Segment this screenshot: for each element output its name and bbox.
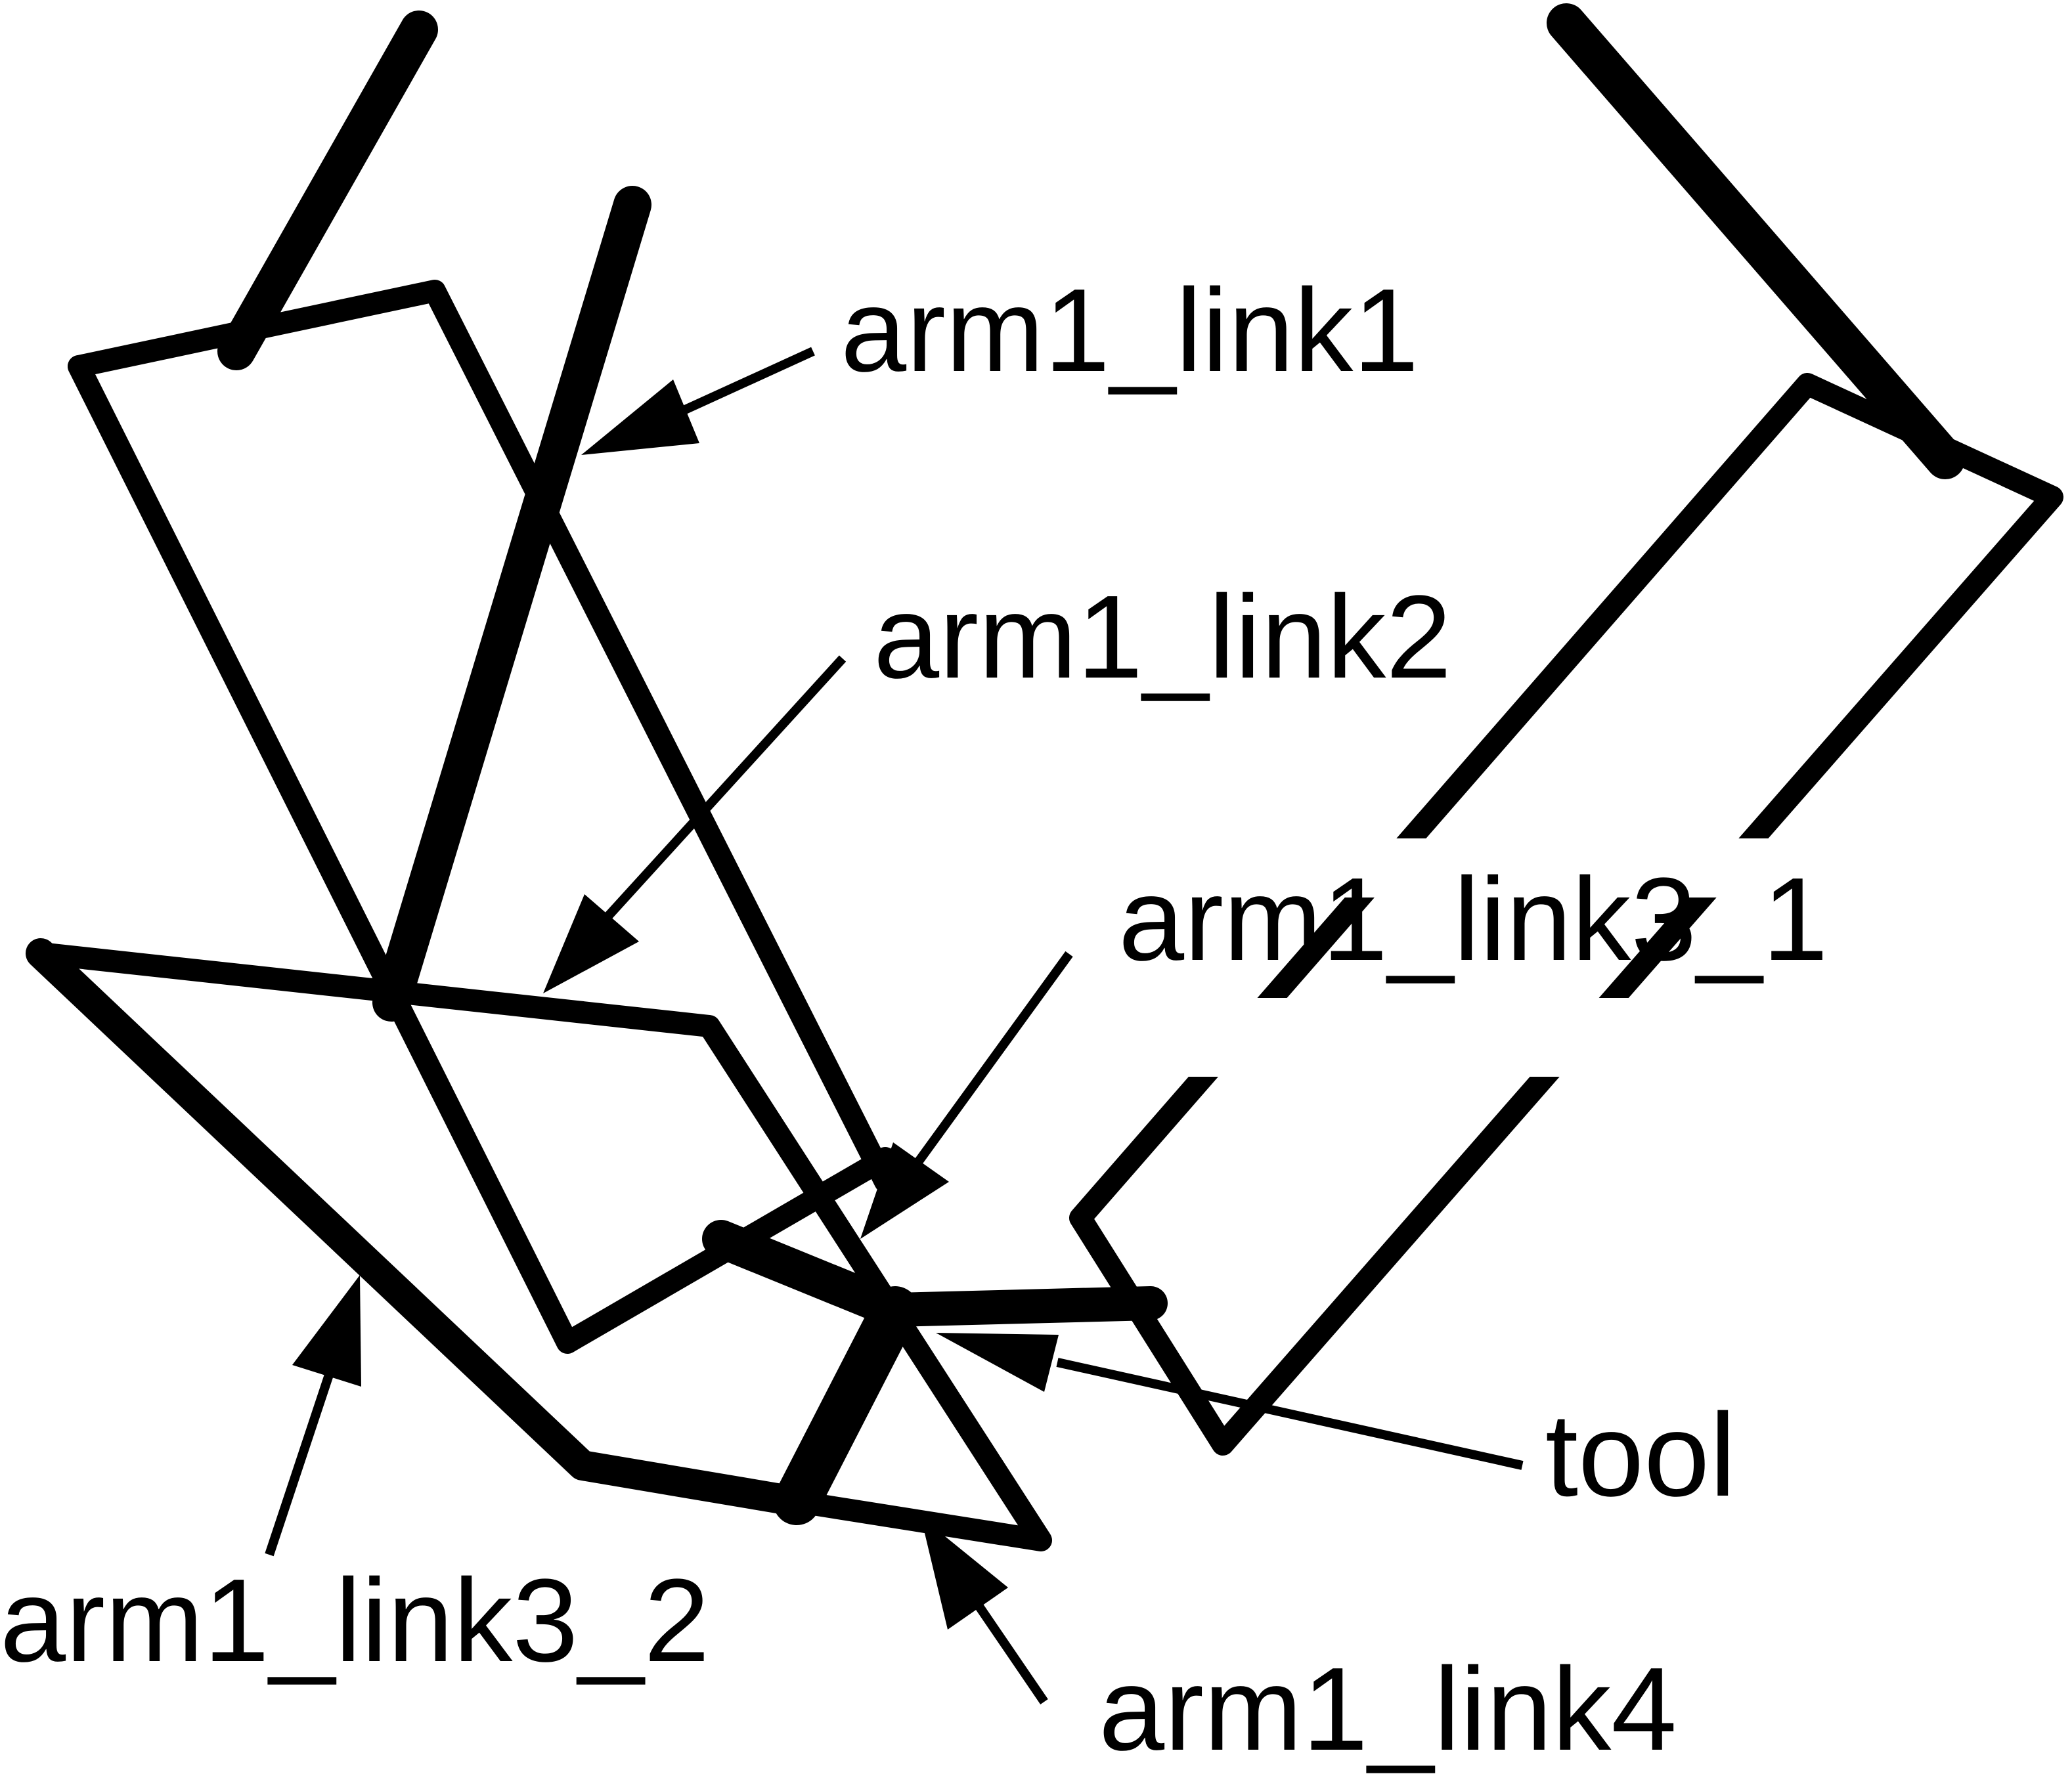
right-arm-link xyxy=(1069,3,2063,1456)
label-arm1-link2: arm1_link2 xyxy=(873,571,1451,703)
callout-arrows xyxy=(265,347,1524,1704)
arm1-link3-1-link xyxy=(702,1220,1168,1525)
label-tool: tool xyxy=(1545,1389,1736,1521)
arrow-arm1-link3-1 xyxy=(860,951,1073,1239)
arrow-arm1-link4 xyxy=(921,1517,1048,1704)
arrow-tool xyxy=(936,1333,1524,1470)
label-arm1-link3-2: arm1_link3_2 xyxy=(0,1555,710,1687)
label-arm1-link3-1: arm1_link3_1 xyxy=(1118,854,1828,985)
label-arm1-link4: arm1_link4 xyxy=(1099,1643,1677,1774)
arrow-arm1-link2 xyxy=(543,655,847,993)
arm1-link2-spine xyxy=(372,186,651,1022)
arm1-link1-frame xyxy=(68,11,896,1354)
arrow-arm1-link1 xyxy=(581,347,815,455)
label-arm1-link1: arm1_link1 xyxy=(841,265,1419,397)
labels: arm1_link1 arm1_link2 arm1_link3_1 tool … xyxy=(0,265,1828,1774)
arrow-arm1-link3-2 xyxy=(265,1275,361,1557)
arm1-link3-2-frame xyxy=(26,938,1052,1551)
